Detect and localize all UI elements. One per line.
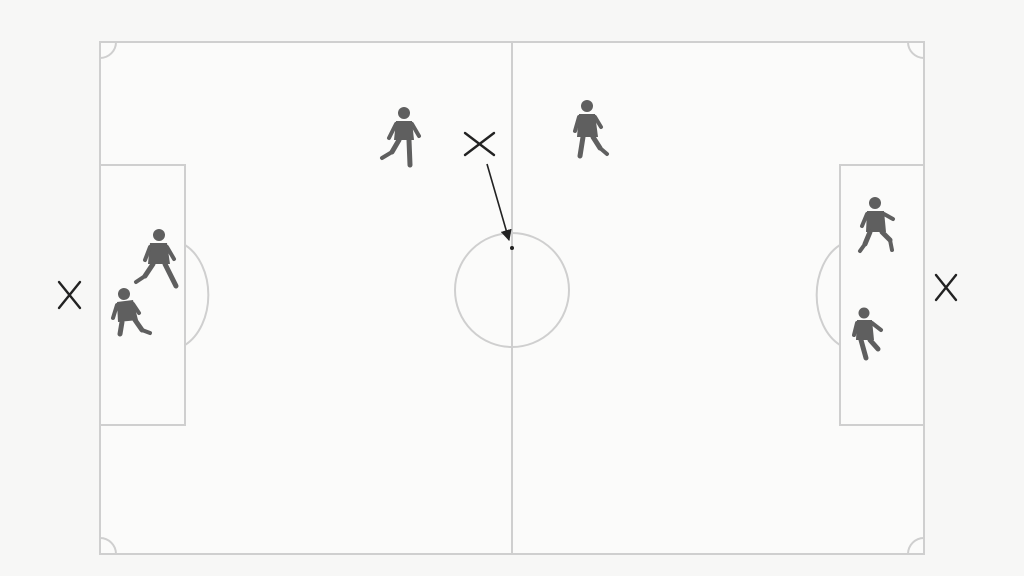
- player-top-right-mid: [573, 100, 609, 159]
- right-penalty-area: [839, 164, 925, 426]
- pass-arrow: [486, 163, 512, 242]
- player-top-left-mid: [380, 107, 421, 168]
- corner-arc-top-left: [99, 41, 117, 59]
- x-marker-top-center: [463, 131, 496, 157]
- x-marker-left-goal: [57, 280, 82, 310]
- center-circle: [454, 232, 570, 348]
- player-left-box-2: [111, 288, 152, 337]
- x-marker-right-goal: [934, 273, 958, 302]
- left-penalty-arc: [184, 244, 210, 346]
- right-penalty-arc: [815, 244, 841, 346]
- player-left-box-1: [134, 229, 179, 289]
- player-right-box-1: [858, 197, 895, 253]
- left-penalty-area: [99, 164, 186, 426]
- corner-arc-top-right: [907, 41, 925, 59]
- corner-arc-bottom-right: [907, 537, 925, 555]
- player-right-box-2: [852, 307, 883, 361]
- center-spot: [510, 246, 514, 250]
- corner-arc-bottom-left: [99, 537, 117, 555]
